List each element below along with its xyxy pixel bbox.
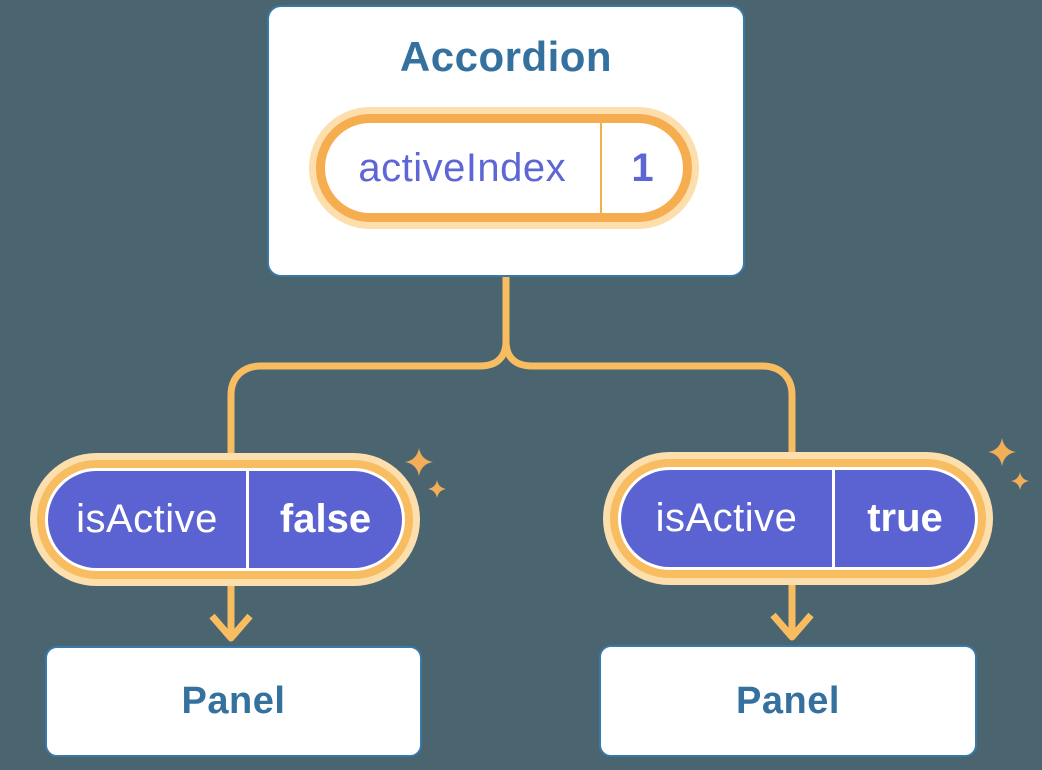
prop-value-label: true bbox=[867, 496, 943, 540]
sparkle-icon bbox=[988, 438, 1016, 466]
panel-component-box-right: Panel bbox=[599, 645, 977, 757]
prop-pill-ring: isActive true bbox=[610, 459, 986, 578]
branch-right-connector bbox=[502, 340, 796, 453]
component-title: Accordion bbox=[399, 33, 613, 80]
panel-component-box-left: Panel bbox=[45, 646, 422, 757]
prop-pill-isactive-true: isActive true bbox=[603, 452, 993, 585]
sparkle-icon bbox=[428, 480, 446, 498]
prop-pill-core: isActive true bbox=[621, 470, 975, 567]
prop-name-label: isActive bbox=[655, 496, 798, 540]
prop-pill-isactive-false: isActive false bbox=[30, 453, 420, 586]
state-pill-ring: activeIndex 1 bbox=[316, 114, 692, 222]
prop-pill-core: isActive false bbox=[48, 471, 402, 568]
sparkle-icon bbox=[405, 448, 433, 476]
branch-left-connector bbox=[227, 340, 510, 453]
panel-title: Panel bbox=[181, 680, 286, 722]
state-value-label: 1 bbox=[631, 145, 654, 190]
arrow-down-icon bbox=[770, 612, 814, 641]
prop-pill-ring: isActive false bbox=[37, 460, 413, 579]
arrow-down-icon bbox=[209, 613, 253, 642]
sparkle-icon bbox=[1011, 472, 1029, 490]
pill-divider bbox=[832, 470, 835, 567]
panel-title: Panel bbox=[736, 679, 840, 722]
state-pill-activeindex: activeIndex 1 bbox=[309, 107, 699, 229]
prop-value-label: false bbox=[279, 497, 372, 541]
pill-divider bbox=[246, 471, 249, 568]
prop-name-label: isActive bbox=[76, 497, 218, 541]
state-name-label: activeIndex bbox=[358, 145, 567, 190]
accordion-component-box: Accordion activeIndex 1 bbox=[267, 5, 745, 277]
pill-divider bbox=[599, 123, 602, 213]
